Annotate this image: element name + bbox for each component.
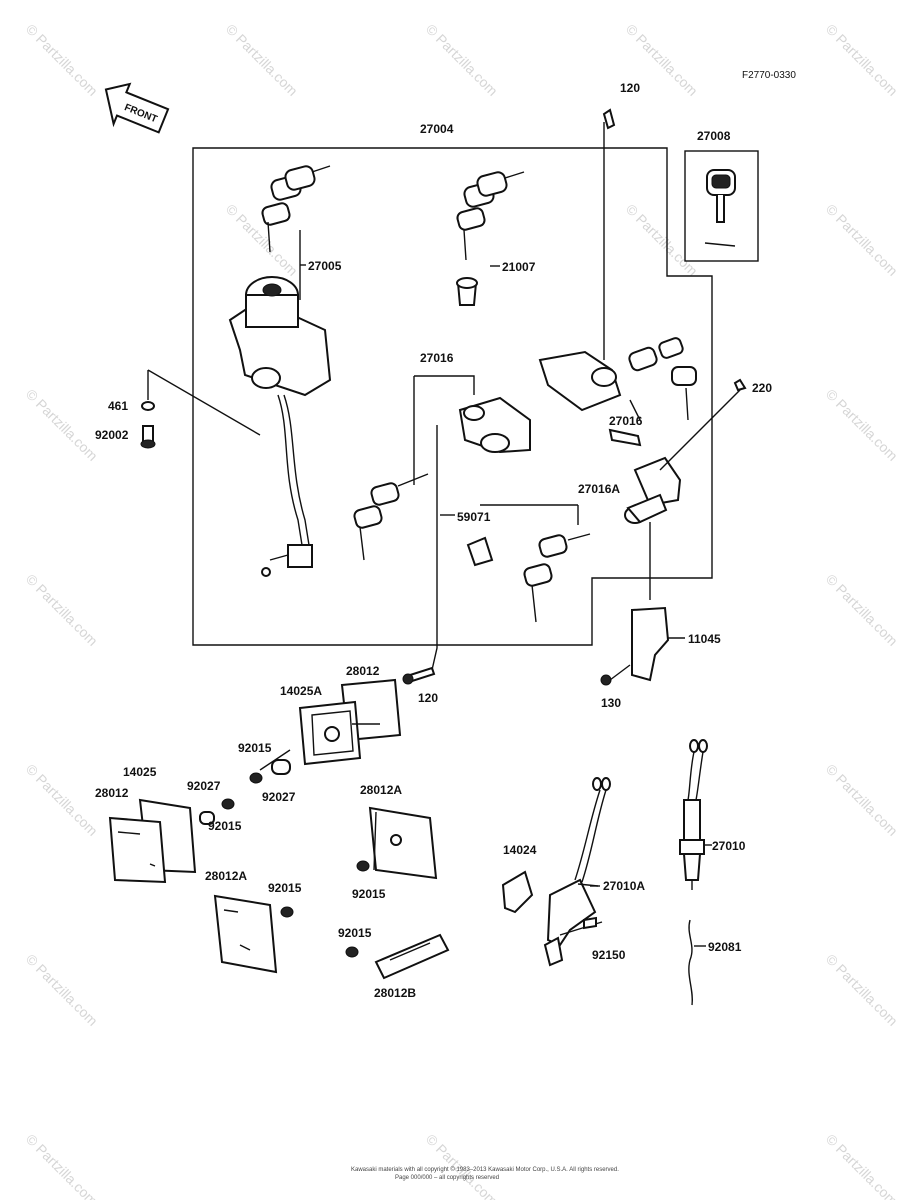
callout-label: 27016 — [420, 351, 454, 365]
watermark: © Partzilla.com — [423, 1131, 501, 1200]
bolt-92002 — [140, 425, 156, 449]
license-light — [249, 678, 402, 784]
watermark: © Partzilla.com — [823, 201, 901, 279]
callout-label: 21007 — [502, 260, 536, 274]
watermark: © Partzilla.com — [823, 571, 901, 649]
callout-label: 92002 — [95, 428, 129, 442]
callout-label: 27010 — [712, 839, 746, 853]
watermark: © Partzilla.com — [23, 1131, 101, 1200]
callout-label: 220 — [752, 381, 772, 395]
turn-signal-28012A-left — [213, 894, 294, 974]
watermark: © Partzilla.com — [623, 201, 701, 279]
bolt-120-bottom — [402, 425, 438, 685]
callout-label: 92015 — [338, 926, 372, 940]
callout-label: 59071 — [457, 510, 491, 524]
callout-label: 14025 — [123, 765, 157, 779]
callout-label: 27016A — [578, 482, 620, 496]
front-arrow: FRONT — [104, 82, 170, 134]
watermark: © Partzilla.com — [823, 761, 901, 839]
brake-switch-27010 — [679, 739, 712, 1006]
callout-label: 27004 — [420, 122, 454, 136]
callout-label: 28012 — [95, 786, 129, 800]
callout-label: 92027 — [262, 790, 296, 804]
watermark: © Partzilla.com — [823, 386, 901, 464]
watermark-layer: © Partzilla.com © Partzilla.com © Partzi… — [23, 21, 901, 1200]
callouts: 120 27004 27008 27005 21007 27016 27016 … — [95, 81, 772, 1000]
callout-label: 27008 — [697, 129, 731, 143]
callout-label: 120 — [418, 691, 438, 705]
watermark: © Partzilla.com — [23, 951, 101, 1029]
callout-label: 28012B — [374, 986, 416, 1000]
footer-page: Page 000/000 – all copyrights reserved — [395, 1175, 499, 1181]
screw-220 — [659, 378, 747, 471]
figure-code: F2770-0330 — [742, 70, 796, 81]
callout-label: 92015 — [208, 819, 242, 833]
watermark: © Partzilla.com — [23, 386, 101, 464]
callout-label: 28012A — [205, 869, 247, 883]
callout-label: 92015 — [238, 741, 272, 755]
turn-signal-left — [108, 798, 235, 884]
turn-signal-28012A-mid — [356, 806, 438, 880]
callout-label: 27005 — [308, 259, 342, 273]
watermark: © Partzilla.com — [423, 21, 501, 99]
callout-label: 461 — [108, 399, 128, 413]
callout-label: 130 — [601, 696, 621, 710]
callout-label: 28012 — [346, 664, 380, 678]
watermark: © Partzilla.com — [23, 761, 101, 839]
fuel-cap-lock — [538, 108, 697, 421]
helmet-lock — [466, 428, 682, 623]
watermark: © Partzilla.com — [23, 21, 101, 99]
callout-label: 92081 — [708, 940, 742, 954]
brake-switch-27010A — [501, 777, 611, 967]
watermark: © Partzilla.com — [23, 571, 101, 649]
leader-ignition-bolts — [147, 369, 261, 436]
callout-label: 92027 — [187, 779, 221, 793]
watermark: © Partzilla.com — [823, 951, 901, 1029]
callout-label: 14025A — [280, 684, 322, 698]
footer-copyright: Kawasaki materials with all copyright © … — [351, 1166, 619, 1173]
washer-461 — [141, 401, 155, 411]
group-frame-27004 — [192, 147, 713, 646]
callout-label: 120 — [620, 81, 640, 95]
key-set-21007 — [456, 171, 525, 306]
watermark: © Partzilla.com — [823, 21, 901, 99]
callout-label: 92150 — [592, 948, 626, 962]
bracket-11045 — [631, 606, 685, 682]
key-tag-27008 — [684, 150, 759, 262]
watermark: © Partzilla.com — [823, 1131, 901, 1200]
callout-label: 27016 — [609, 414, 643, 428]
leader-lines — [259, 264, 706, 947]
callout-label: 28012A — [360, 783, 402, 797]
lens-28012B — [345, 933, 450, 980]
watermark: © Partzilla.com — [223, 21, 301, 99]
bolt-130 — [600, 664, 631, 686]
callout-label: 14024 — [503, 843, 537, 857]
callout-label: 27010A — [603, 879, 645, 893]
seat-lock — [353, 375, 531, 561]
callout-label: 92015 — [352, 887, 386, 901]
callout-label: 92015 — [268, 881, 302, 895]
callout-label: 11045 — [688, 632, 721, 646]
ignition-switch — [228, 276, 332, 577]
